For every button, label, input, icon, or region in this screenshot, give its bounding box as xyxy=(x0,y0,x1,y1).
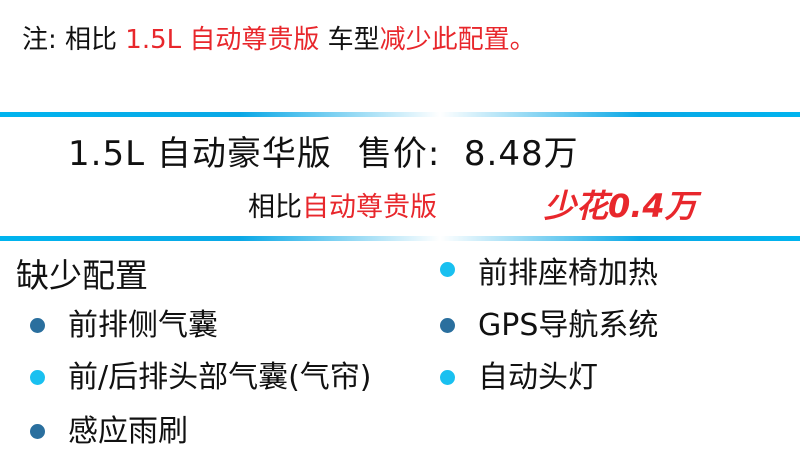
price-value: 8.48万 xyxy=(463,134,579,174)
compare-target: 自动尊贵版 xyxy=(302,192,437,223)
model-price-line: 1.5L 自动豪华版售价: 8.48万 xyxy=(68,132,579,176)
missing-item: 前/后排头部气囊(气帘) xyxy=(68,360,372,395)
missing-item: 感应雨刷 xyxy=(68,414,188,449)
note-middle: 车型 xyxy=(319,25,380,55)
missing-item: 前排侧气囊 xyxy=(68,308,218,343)
saving-amount: 少花0.4万 xyxy=(544,187,697,225)
note-version: 1.5L 自动尊贵版 xyxy=(125,25,320,55)
bullet-icon xyxy=(30,370,45,385)
price-label: 售价: xyxy=(357,134,441,174)
bullet-icon xyxy=(30,424,45,439)
bullet-icon xyxy=(440,262,455,277)
missing-item: 自动头灯 xyxy=(478,360,598,395)
divider-bottom xyxy=(0,236,800,241)
missing-item: GPS导航系统 xyxy=(478,308,659,343)
missing-item: 前排座椅加热 xyxy=(478,256,658,291)
divider-top xyxy=(0,112,800,117)
bullet-icon xyxy=(30,318,45,333)
config-note: 注: 相比 1.5L 自动尊贵版 车型减少此配置。 xyxy=(22,22,536,58)
model-name: 1.5L 自动豪华版 xyxy=(68,134,332,174)
bullet-icon xyxy=(440,370,455,385)
compare-line: 相比自动尊贵版 xyxy=(248,191,437,225)
bullet-icon xyxy=(440,318,455,333)
note-prefix: 注: 相比 xyxy=(22,25,126,55)
missing-config-title: 缺少配置 xyxy=(16,256,148,295)
note-tail: 减少此配置。 xyxy=(379,25,536,55)
compare-prefix: 相比 xyxy=(248,192,302,223)
